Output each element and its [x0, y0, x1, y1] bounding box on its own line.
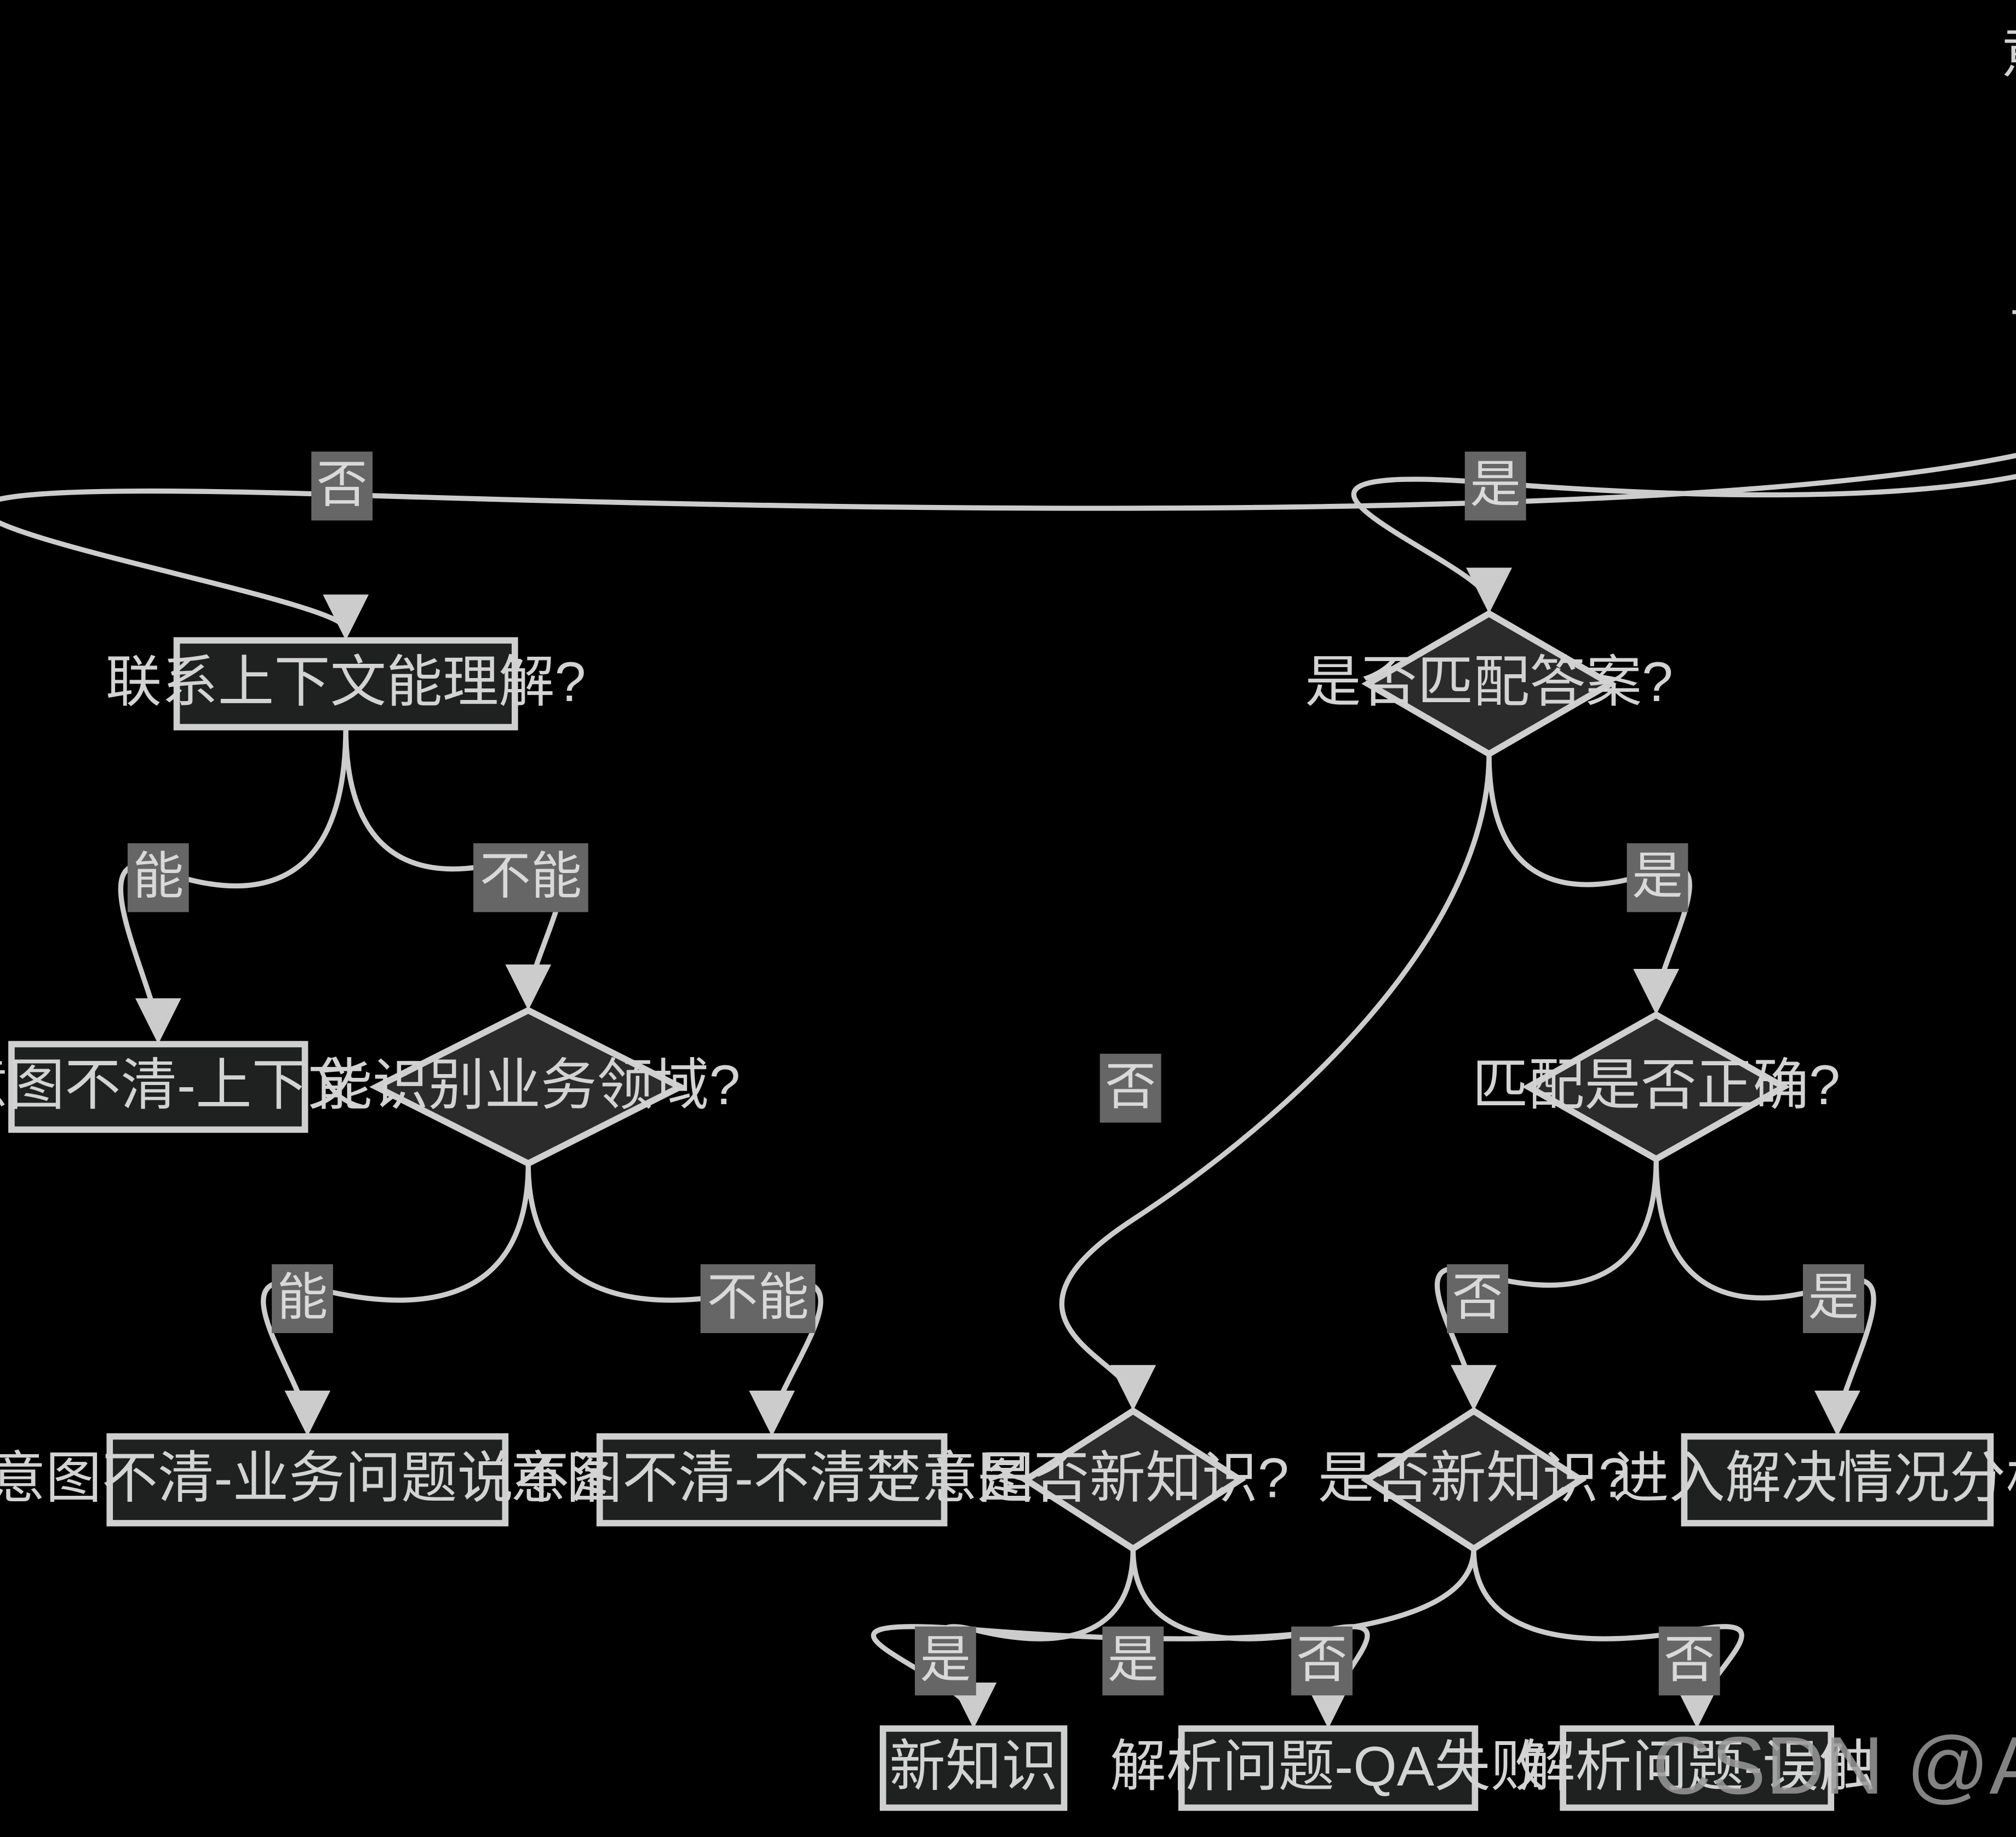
node-label: 新知识: [889, 1735, 1057, 1798]
node-shape-rect: [8, 1041, 308, 1133]
node-label: 解析问题-误触: [1519, 1735, 1875, 1798]
edge-label-text: 能: [133, 848, 184, 905]
edge-label-text: 能: [277, 1268, 328, 1325]
node-label: 意图是否清晰: [2001, 22, 2016, 85]
node-n7[interactable]: 匹配是否正确?: [1472, 1011, 1840, 1163]
edge-label-text: 是: [920, 1631, 971, 1688]
edge-label-text: 否: [1296, 1631, 1347, 1688]
node-n4[interactable]: 是否匹配答案?: [1305, 610, 1673, 758]
edge-label-background: [1658, 1626, 1720, 1696]
edge-n2-to-n3: [0, 452, 2016, 641]
edge-label-n10-n14: 否: [1291, 1626, 1353, 1696]
node-shape-rect: [173, 637, 518, 731]
edge-label-text: 否: [1452, 1268, 1503, 1325]
node-label: 是否新知识?: [977, 1446, 1289, 1509]
edge-label-text: 不能: [480, 848, 582, 905]
node-shape-rect: [1560, 1725, 1835, 1811]
edge-label-text: 是: [1632, 848, 1683, 905]
edge-label-background: [311, 451, 373, 521]
node-n12[interactable]: 进入解决情况分析: [1613, 1433, 2016, 1526]
node-label: 意图不清-上下文: [0, 1053, 364, 1116]
node-n15[interactable]: 解析问题-误触: [1519, 1725, 1875, 1811]
node-label: 意图不清-业务问题说不清: [0, 1446, 626, 1509]
node-n5[interactable]: 意图不清-上下文: [0, 1041, 364, 1133]
node-label: 匹配是否正确?: [1472, 1053, 1840, 1116]
edge-label-n11-n15: 否: [1658, 1626, 1720, 1696]
edge-label-n4-n7: 是: [1626, 843, 1688, 912]
edge-label-background: [473, 843, 588, 912]
node-label: 能识别业务领域?: [316, 1053, 740, 1116]
edge-label-background: [1803, 1264, 1864, 1333]
node-shape-rect: [1681, 1433, 1994, 1526]
node-label: 单句可理解?: [2009, 269, 2016, 332]
node-n3[interactable]: 联系上下文能理解?: [106, 637, 586, 731]
node-n9[interactable]: 意图不清-不清楚意图: [510, 1433, 1034, 1526]
edge-n2-to-n4: [1351, 474, 2016, 614]
edge-label-background: [1626, 843, 1688, 912]
edge-label-n6-n8: 能: [272, 1264, 333, 1333]
edge-label-n6-n9: 不能: [700, 1264, 816, 1333]
node-shape-diamond: [1020, 1407, 1246, 1553]
edge-label-n7-n11: 否: [1447, 1264, 1509, 1333]
edge-label-background: [1099, 1053, 1161, 1123]
edge-label-background: [914, 1626, 976, 1696]
node-label: 是否新知识?: [1318, 1446, 1629, 1509]
edge-label-n10-n13: 是: [914, 1626, 976, 1696]
edge-label-text: 是: [1108, 1631, 1159, 1688]
node-shape-rect: [1178, 1725, 1479, 1811]
edge-label-text: 否: [1664, 1631, 1715, 1688]
csdn-watermark: CSDN @AI 智能服务: [1652, 1720, 2016, 1811]
edge-label-n2-n3: 否: [311, 451, 373, 521]
edge-label-n2-n4: 是: [1464, 451, 1526, 521]
node-n13[interactable]: 新知识: [879, 1725, 1068, 1811]
edge-label-text: 否: [317, 456, 368, 513]
edge-label-n3-n5: 能: [127, 843, 189, 912]
node-label: 联系上下文能理解?: [106, 650, 586, 713]
node-shape-rect: [879, 1725, 1068, 1811]
edge-label-n11-n13: 是: [1102, 1626, 1164, 1696]
edge-label-text: 是: [1808, 1268, 1859, 1325]
edge-label-background: [1102, 1626, 1164, 1696]
edge-label-background: [127, 843, 189, 912]
node-label: 是否匹配答案?: [1305, 650, 1673, 713]
node-shape-rect: [106, 1433, 509, 1526]
node-label: 意图不清-不清楚意图: [510, 1446, 1034, 1509]
edge-label-background: [1464, 451, 1526, 521]
node-n1[interactable]: 意图是否清晰: [2001, 12, 2016, 101]
node-label: 进入解决情况分析: [1613, 1446, 2016, 1509]
node-n2[interactable]: 单句可理解?: [2009, 229, 2016, 376]
node-n11[interactable]: 是否新知识?: [1318, 1407, 1630, 1553]
node-n6[interactable]: 能识别业务领域?: [316, 1007, 740, 1167]
edge-label-text: 是: [1470, 456, 1521, 513]
node-n10[interactable]: 是否新知识?: [977, 1407, 1289, 1553]
node-layer: 意图是否清晰单句可理解? 联系上下文能理解? 是否匹配答案? 意图不清-上下文能识别业…: [0, 12, 2016, 1811]
node-shape-diamond: [1522, 1011, 1790, 1163]
edge-label-layer: 否是能不能否是能不能否是是否是否: [127, 451, 1864, 1696]
node-n14[interactable]: 解析问题-QA失败: [1110, 1725, 1547, 1811]
edge-label-background: [700, 1264, 816, 1333]
node-shape-diamond: [1360, 1407, 1587, 1553]
edge-label-n4-n10: 否: [1099, 1053, 1161, 1123]
edge-label-n3-n6: 不能: [473, 843, 588, 912]
node-shape-diamond: [369, 1007, 688, 1167]
edge-label-background: [1291, 1626, 1353, 1696]
node-shape-diamond: [1361, 610, 1617, 758]
edge-label-background: [272, 1264, 333, 1333]
edge-label-background: [1447, 1264, 1509, 1333]
node-n8[interactable]: 意图不清-业务问题说不清: [0, 1433, 626, 1526]
edge-label-n7-n12: 是: [1803, 1264, 1864, 1333]
node-shape-rect: [596, 1433, 948, 1526]
edge-label-text: 不能: [707, 1268, 809, 1325]
edge-label-text: 否: [1105, 1058, 1156, 1115]
edge-n4-to-n10: [1059, 754, 1492, 1411]
node-label: 解析问题-QA失败: [1110, 1735, 1547, 1798]
